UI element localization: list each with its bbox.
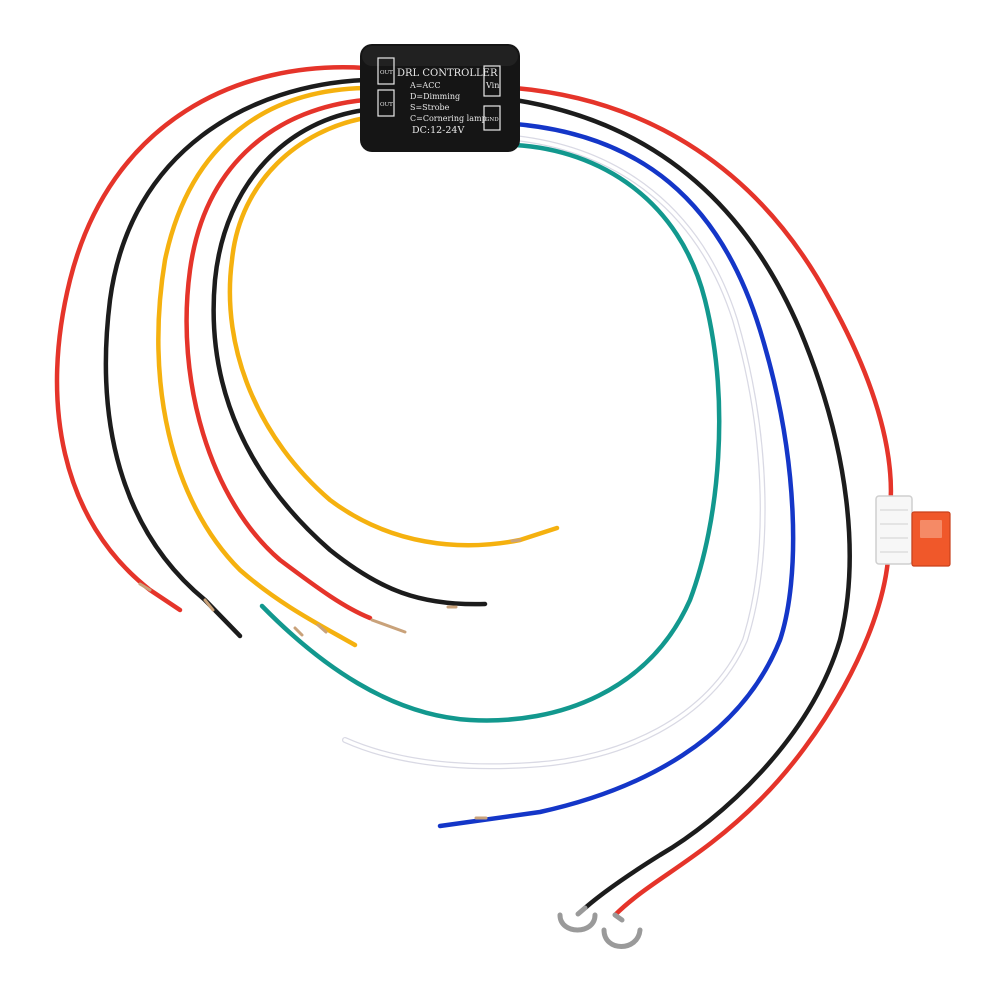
wire-left-yellow-inner xyxy=(227,115,560,548)
wire-left-black-outer xyxy=(103,77,368,639)
fork-terminal-right-icon xyxy=(601,912,643,949)
controller-voltage: DC:12-24V xyxy=(412,125,464,136)
tip-red-outer xyxy=(138,582,152,592)
tip-yellow-inner xyxy=(510,538,522,543)
fork-terminal-left-icon xyxy=(557,905,598,933)
wire-right-blue xyxy=(437,121,796,829)
wire-right-black xyxy=(512,97,852,911)
mode-acc: A=ACC xyxy=(409,81,441,90)
port-box-side xyxy=(483,105,501,131)
mode-strobe: S=Strobe xyxy=(410,103,450,112)
tip-black-outer xyxy=(203,598,215,612)
controller-body xyxy=(360,44,520,152)
port-label-out-2: OUT xyxy=(380,102,393,108)
mode-dimming: D=Dimming xyxy=(410,92,460,101)
wire-right-white xyxy=(342,135,766,770)
tip-yellow-outer xyxy=(316,623,328,634)
port-box-out-1 xyxy=(377,57,395,85)
controller-title: DRL CONTROLLER xyxy=(397,68,498,79)
stripped-wire-tips xyxy=(138,538,522,820)
fork-terminals xyxy=(557,905,643,949)
wire-left-red-inner xyxy=(184,97,373,621)
wire-left-yellow-outer xyxy=(156,85,368,648)
port-box-out-2 xyxy=(377,89,395,117)
fuse-holder-body xyxy=(875,495,913,565)
wire-left-black-inner xyxy=(211,107,488,607)
wire-right-white-core xyxy=(343,136,765,768)
wire-right-teal xyxy=(259,142,722,723)
port-box-vin xyxy=(483,65,501,97)
mode-cornering: C=Cornering lamp xyxy=(410,114,487,123)
port-label-side: GND xyxy=(485,117,499,123)
port-label-vin: Vin xyxy=(485,81,499,90)
wire-right-red xyxy=(512,85,894,918)
drl-controller-box: DRL CONTROLLER A=ACC D=Dimming S=Strobe … xyxy=(360,44,520,152)
inline-fuse-holder xyxy=(875,495,951,567)
wire-left-red-outer xyxy=(54,65,368,613)
tip-red-inner xyxy=(370,618,407,634)
port-label-out-1: OUT xyxy=(380,70,393,76)
tip-teal xyxy=(293,626,304,637)
